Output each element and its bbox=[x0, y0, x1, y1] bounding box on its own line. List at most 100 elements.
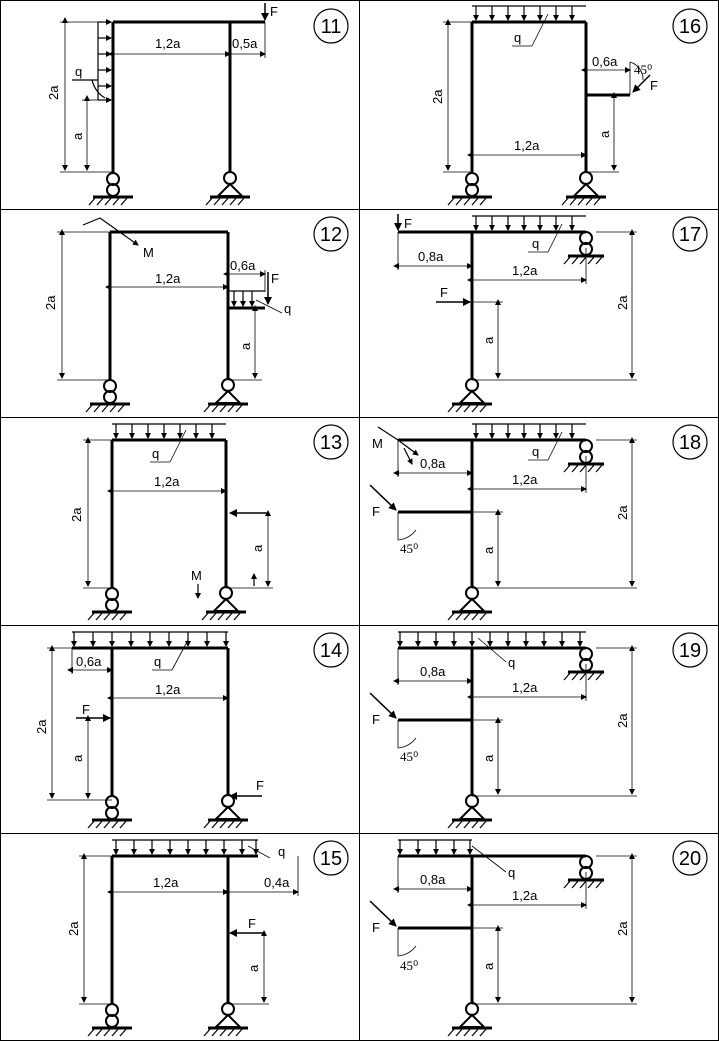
load-q-label: q bbox=[508, 655, 515, 670]
distributed-load-arrows bbox=[472, 423, 586, 461]
panel-number: 15 bbox=[320, 848, 342, 870]
force-f1-label: F bbox=[404, 216, 412, 231]
support-left bbox=[87, 1003, 132, 1037]
angle-label: 45⁰ bbox=[400, 541, 418, 556]
dim-height-label: 2a bbox=[615, 295, 630, 310]
force-f-label: F bbox=[248, 916, 256, 931]
support-pin-bottom bbox=[447, 586, 492, 621]
dim-height-label: 2a bbox=[615, 921, 630, 936]
frame-members bbox=[398, 438, 586, 588]
distributed-load-arrows bbox=[397, 631, 586, 663]
angle-arc bbox=[397, 928, 417, 957]
frame-members bbox=[470, 20, 630, 172]
support-pin-bottom bbox=[447, 378, 492, 413]
dim-height-label: 2a bbox=[615, 505, 630, 520]
dimension-lines bbox=[79, 853, 299, 1005]
dim-a-label: a bbox=[481, 336, 496, 344]
support-right bbox=[203, 794, 248, 829]
moment-m-label: M bbox=[191, 568, 202, 583]
force-arrow bbox=[369, 692, 397, 719]
dim-a-label: a bbox=[246, 964, 261, 972]
force-f1-label: F bbox=[82, 702, 90, 717]
panel-17: F q F 0,8a 1,2 bbox=[393, 214, 708, 413]
dimension-lines bbox=[393, 229, 637, 381]
panel-18: M q F 45⁰ bbox=[369, 423, 708, 621]
support-left bbox=[447, 172, 492, 206]
support-left bbox=[87, 587, 132, 621]
dim-a-label: a bbox=[70, 132, 85, 140]
distributed-load-arrows bbox=[112, 423, 226, 463]
dim-overhang-label: 0,8a bbox=[418, 249, 444, 264]
support-roller-top bbox=[563, 855, 604, 889]
dim-a-label: a bbox=[70, 754, 85, 762]
dimension-lines bbox=[60, 17, 266, 173]
force-arrow bbox=[369, 484, 397, 511]
dim-width-label: 1,2a bbox=[154, 474, 180, 489]
dim-height-label: 2a bbox=[430, 89, 445, 104]
dim-a-label: a bbox=[238, 342, 253, 350]
distributed-load-arrows bbox=[472, 215, 586, 253]
panel-14: q F F 0,6a 1,2a 2a a bbox=[34, 631, 349, 829]
dim-a-label: a bbox=[481, 962, 496, 970]
dim-overhang-label: 0,8a bbox=[420, 664, 446, 679]
dim-height-label: 2a bbox=[46, 85, 61, 100]
dim-height-label: 2a bbox=[66, 921, 81, 936]
support-pin-bottom bbox=[447, 1002, 492, 1037]
panel-number: 18 bbox=[679, 432, 701, 454]
load-q-label: q bbox=[514, 30, 521, 45]
dim-height-label: 2a bbox=[69, 507, 84, 522]
load-q-label: q bbox=[152, 446, 159, 461]
moment-m-label: M bbox=[143, 245, 154, 260]
support-right bbox=[201, 586, 246, 621]
angle-label: 45⁰ bbox=[400, 749, 418, 764]
dimension-lines bbox=[443, 19, 631, 173]
support-left bbox=[87, 795, 132, 829]
dimension-lines bbox=[57, 229, 266, 381]
dim-overhang-label: 0,8a bbox=[420, 456, 446, 471]
support-right bbox=[203, 378, 248, 413]
dim-width-label: 1,2a bbox=[155, 36, 181, 51]
dim-overhang-label: 0,6a bbox=[230, 258, 256, 273]
dim-overhang-label: 0,5a bbox=[232, 36, 258, 51]
dim-width-label: 1,2a bbox=[512, 888, 538, 903]
panel-number: 14 bbox=[320, 640, 342, 662]
support-right bbox=[203, 1002, 248, 1037]
force-arrow bbox=[632, 74, 651, 93]
frame-members bbox=[398, 230, 586, 380]
dim-height-label: 2a bbox=[34, 719, 49, 734]
moment-m-label: M bbox=[372, 436, 383, 451]
panel-20: q F 45⁰ 0,8a 1,2a 2a a bbox=[369, 839, 708, 1037]
panel-number: 19 bbox=[679, 640, 701, 662]
dim-width-label: 1,2a bbox=[155, 271, 181, 286]
load-q-label: q bbox=[278, 844, 285, 859]
panel-12: M q F 1,2a 0,6a 2a a bbox=[43, 216, 349, 413]
dim-height-label: 2a bbox=[43, 295, 58, 310]
load-q-label: q bbox=[154, 654, 161, 669]
angle-label: 45⁰ bbox=[634, 62, 652, 77]
dim-width-label: 1,2a bbox=[155, 682, 181, 697]
force-f-label: F bbox=[372, 920, 380, 935]
dimension-lines bbox=[393, 437, 637, 589]
load-q-label: q bbox=[508, 865, 515, 880]
dim-overhang-label: 0,6a bbox=[592, 54, 618, 69]
force-arrow bbox=[369, 900, 397, 927]
dim-width-label: 1,2a bbox=[512, 263, 538, 278]
load-q-label: q bbox=[284, 301, 291, 316]
support-left bbox=[88, 172, 133, 206]
frame-members bbox=[398, 854, 586, 1004]
load-q-label: q bbox=[532, 444, 539, 459]
load-q-label: q bbox=[532, 236, 539, 251]
dim-width-label: 1,2a bbox=[514, 138, 540, 153]
dim-width-label: 1,2a bbox=[512, 472, 538, 487]
support-left bbox=[85, 379, 130, 413]
panel-19: q F 45⁰ 0,8a 1,2a 2a a bbox=[369, 631, 708, 829]
frame-members bbox=[111, 20, 265, 172]
moment-arrow bbox=[82, 217, 139, 246]
panel-number: 16 bbox=[679, 16, 701, 38]
panel-15: q F 1,2a 0,4a 2a a bbox=[66, 839, 349, 1037]
angle-label: 45⁰ bbox=[400, 958, 418, 973]
dim-overhang-label: 0,6a bbox=[76, 654, 102, 669]
panel-number: 11 bbox=[321, 16, 342, 38]
